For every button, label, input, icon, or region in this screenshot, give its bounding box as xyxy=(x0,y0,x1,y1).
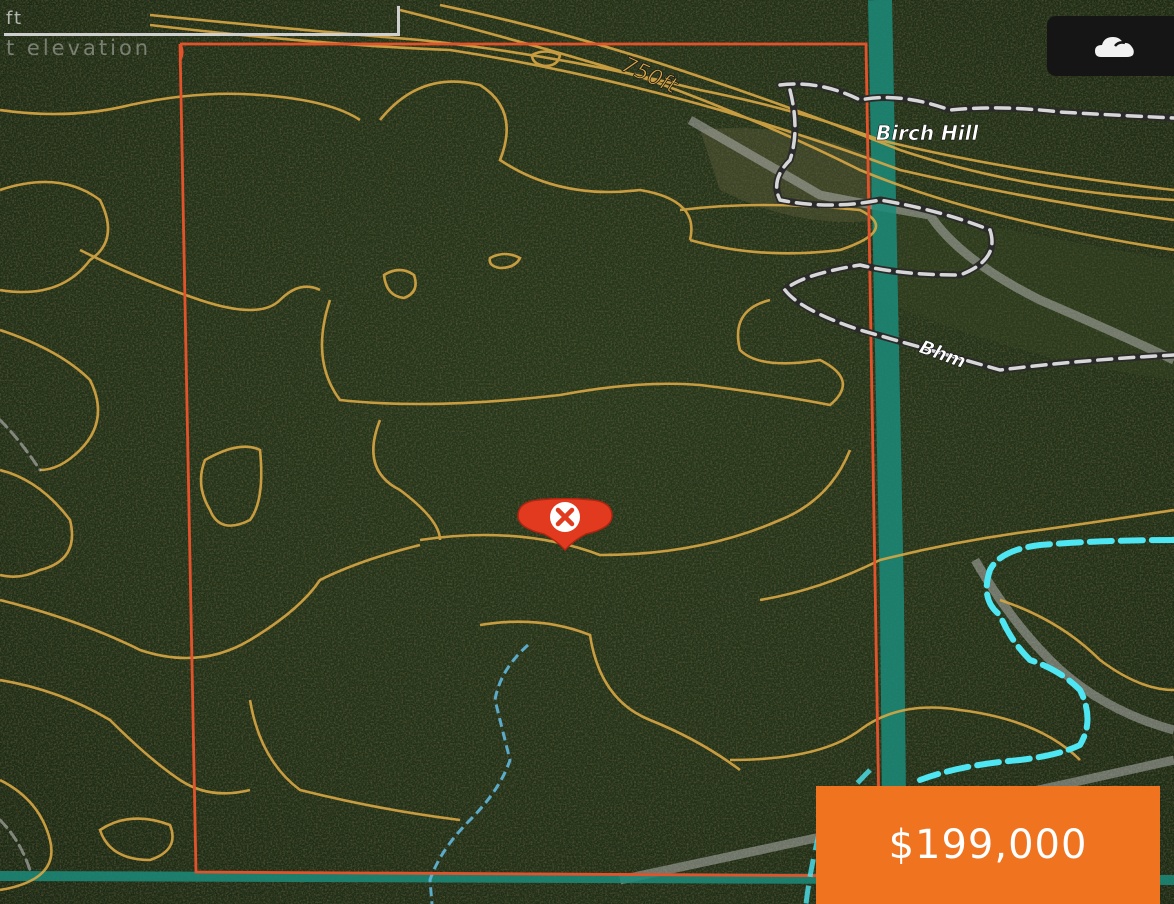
location-marker[interactable] xyxy=(516,497,614,556)
dashed-roads xyxy=(0,80,1174,872)
contour-line xyxy=(488,252,522,270)
contour-line xyxy=(999,598,1174,692)
contour-line xyxy=(0,468,74,578)
contour-line xyxy=(0,678,251,795)
contour-line xyxy=(729,706,1081,762)
contour-line xyxy=(0,328,100,472)
contour-line xyxy=(79,248,321,312)
price-badge[interactable]: $199,000 xyxy=(816,786,1160,904)
contour-line xyxy=(320,298,845,407)
layers-cloud-icon xyxy=(1095,37,1134,57)
contour-line xyxy=(382,268,417,300)
price-label: $199,000 xyxy=(888,822,1088,868)
trail-line xyxy=(917,537,1174,783)
contour-line xyxy=(98,817,174,862)
contour-line xyxy=(0,92,361,122)
contour-line xyxy=(0,180,110,294)
layers-button[interactable] xyxy=(1047,16,1174,76)
road-line xyxy=(687,116,1174,365)
close-icon xyxy=(517,497,613,552)
scale-bar xyxy=(4,6,400,36)
contour-line xyxy=(372,419,442,541)
contour-line xyxy=(479,620,741,772)
contour-line xyxy=(0,778,53,892)
contour-line xyxy=(530,50,562,68)
contour-line xyxy=(679,203,878,255)
contour-line xyxy=(439,3,1174,202)
contour-line xyxy=(419,449,852,557)
dashed-road-left xyxy=(0,418,42,872)
contour-line xyxy=(378,80,693,241)
scale-label: ft xyxy=(6,8,24,29)
contour-line xyxy=(149,13,1174,192)
contour-line xyxy=(0,543,421,660)
contour-lines xyxy=(0,3,1174,892)
birch-hill-label: Birch Hill xyxy=(876,121,979,145)
stream-line xyxy=(428,643,529,904)
corridor-vertical xyxy=(868,0,907,904)
road-line xyxy=(971,557,1174,735)
contour-line xyxy=(199,445,263,527)
property-boundary-corner xyxy=(178,43,184,61)
contour-line xyxy=(759,508,1174,602)
dashed-road xyxy=(774,82,1174,372)
elevation-caption: t elevation xyxy=(6,36,152,60)
contour-line xyxy=(248,699,461,822)
